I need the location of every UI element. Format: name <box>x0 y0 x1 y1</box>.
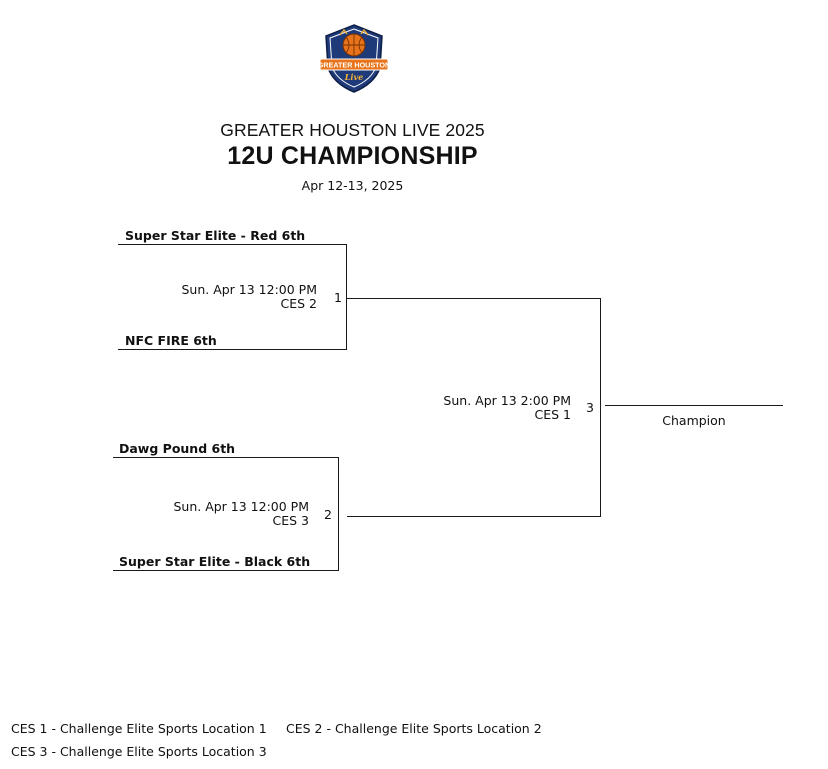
game1-info: Sun. Apr 13 12:00 PM CES 2 <box>181 283 317 311</box>
game1-team-top: Super Star Elite - Red 6th <box>125 228 306 243</box>
legend-ces2: CES 2 - Challenge Elite Sports Location … <box>286 721 542 736</box>
final-vertical-line <box>600 298 601 517</box>
game2-top-line <box>113 457 339 458</box>
champion-label: Champion <box>662 413 726 428</box>
game3-number: 3 <box>586 400 594 415</box>
game1-location: CES 2 <box>280 296 318 311</box>
logo-script-text: Live <box>344 72 363 82</box>
game3-time: Sun. Apr 13 2:00 PM <box>443 393 571 408</box>
champion-line <box>605 405 783 406</box>
game1-top-line <box>118 244 347 245</box>
game2-info: Sun. Apr 13 12:00 PM CES 3 <box>173 500 309 528</box>
game2-to-final-line <box>347 516 601 517</box>
event-name: GREATER HOUSTON LIVE 2025 <box>220 120 485 140</box>
game2-number: 2 <box>324 507 332 522</box>
event-dates: Apr 12-13, 2025 <box>301 178 404 193</box>
game3-location: CES 1 <box>534 407 572 422</box>
game2-team-top: Dawg Pound 6th <box>119 441 236 456</box>
game2-team-bottom: Super Star Elite - Black 6th <box>119 554 311 569</box>
game2-vertical-line <box>338 457 339 571</box>
legend-ces3: CES 3 - Challenge Elite Sports Location … <box>11 744 267 759</box>
page-title: 12U CHAMPIONSHIP <box>227 142 478 170</box>
game1-number: 1 <box>334 290 342 305</box>
game1-bottom-line <box>118 349 347 350</box>
greater-houston-live-logo: GREATER HOUSTON Live <box>318 24 390 93</box>
game1-to-final-line <box>347 298 601 299</box>
legend-ces1: CES 1 - Challenge Elite Sports Location … <box>11 721 267 736</box>
game2-time: Sun. Apr 13 12:00 PM <box>173 499 309 514</box>
game2-bottom-line <box>113 570 339 571</box>
game1-team-bottom: NFC FIRE 6th <box>125 333 217 348</box>
game3-info: Sun. Apr 13 2:00 PM CES 1 <box>443 394 571 422</box>
game1-time: Sun. Apr 13 12:00 PM <box>181 282 317 297</box>
basketball-icon <box>342 33 366 57</box>
logo-banner <box>319 58 389 71</box>
game1-vertical-line <box>346 244 347 350</box>
game2-location: CES 3 <box>272 513 310 528</box>
logo-banner-text: GREATER HOUSTON <box>318 60 390 69</box>
